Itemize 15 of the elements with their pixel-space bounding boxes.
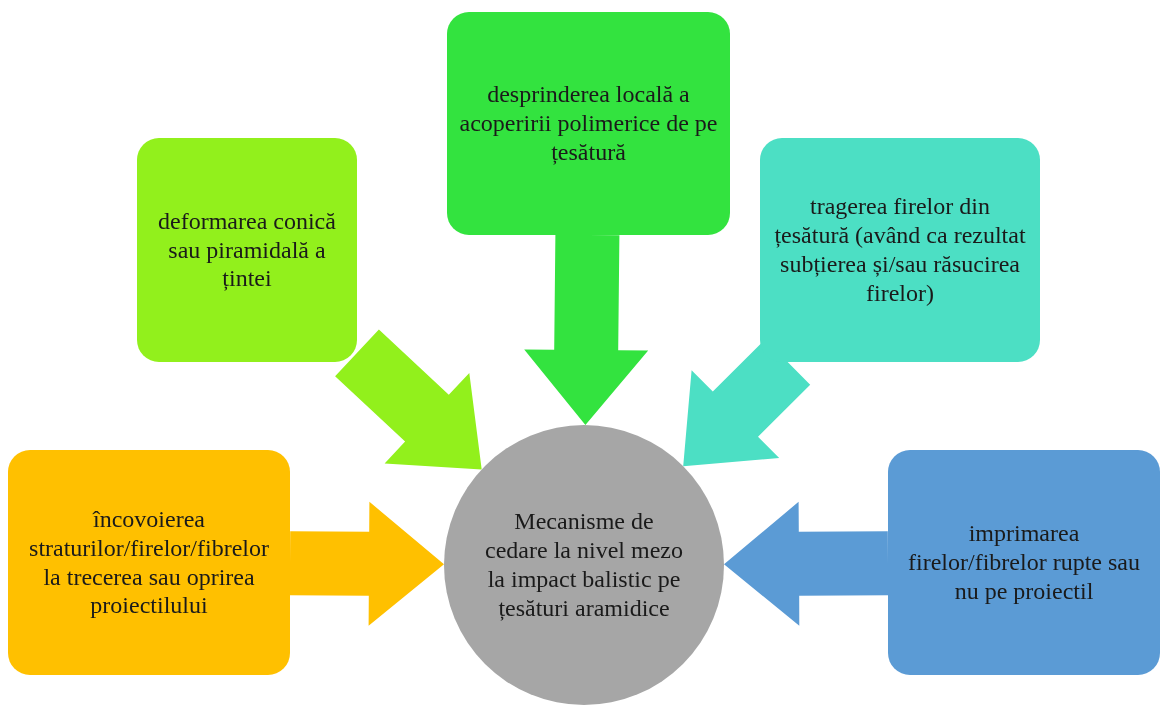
block-arrow [289, 501, 444, 626]
node-text: tragerea firelor din țesătură (având ca rezultat subțierea și/sau răsucirea firelor) [773, 192, 1027, 308]
process-box [8, 450, 290, 675]
node-text: încovoierea straturilor/firelor/fibrelor la trecerea sau oprirea proiectilului [28, 504, 270, 621]
process-box [888, 450, 1160, 675]
node-text: deformarea conică sau piramidală a țintei [157, 206, 337, 294]
block-arrow [335, 329, 482, 470]
node-text: imprimarea firelor/fibrelor rupte sau nu pe proiectil [907, 519, 1141, 606]
process-box [137, 138, 357, 362]
node-text: desprinderea locală a acoperirii polimerice de pe țesătură [459, 80, 718, 167]
process-box [447, 12, 730, 235]
block-arrow [524, 234, 649, 425]
node-text: Mecanisme de cedare la nivel mezo la impact balistic pe țesături aramidice [484, 507, 684, 623]
block-arrow [724, 501, 889, 626]
process-box [760, 138, 1040, 362]
